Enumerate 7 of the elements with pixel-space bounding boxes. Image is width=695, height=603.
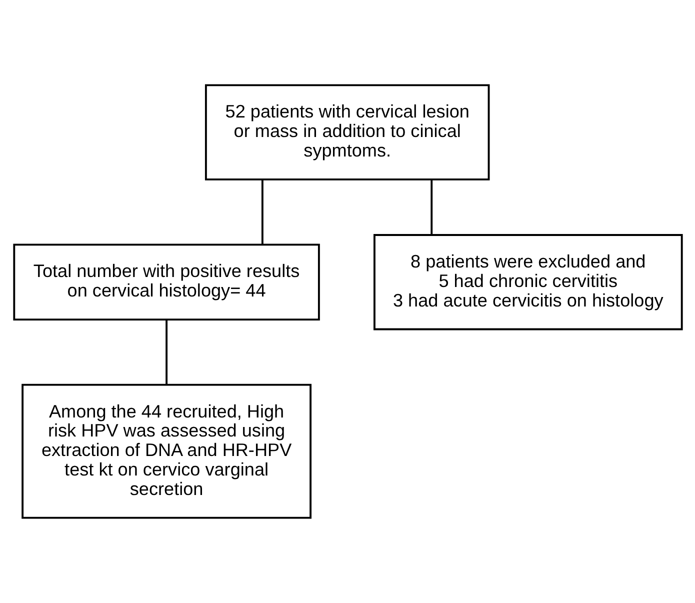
connector bbox=[430, 180, 432, 235]
node-box: Among the 44 recruited, High risk HPV was assessed using extraction of DNA and HR-HPV test kt on cervico varginal secretion bbox=[21, 384, 312, 519]
node-box: 52 patients with cervical lesion or mass in addition to cinical sypmtoms. bbox=[204, 84, 490, 180]
node-box: Total number with positive results on cervical histology= 44 bbox=[12, 244, 320, 321]
connector bbox=[260, 180, 263, 245]
connector bbox=[165, 320, 168, 385]
node-box: 8 patients were excluded and 5 had chronic cervititis 3 had acute cervicitis on histology bbox=[373, 234, 682, 330]
